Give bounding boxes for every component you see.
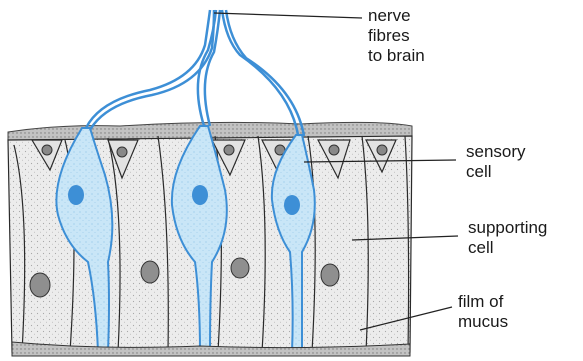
label-line: sensory — [466, 142, 526, 162]
label-supporting-cell: supporting cell — [468, 218, 547, 258]
label-film-of-mucus: film of mucus — [458, 292, 508, 332]
label-line: film of — [458, 292, 508, 312]
label-line: supporting — [468, 218, 547, 238]
label-line: cell — [466, 162, 526, 182]
label-line: mucus — [458, 312, 508, 332]
nerve-fibres — [86, 10, 304, 136]
label-line: nerve — [368, 6, 425, 26]
leader-line-nerve — [214, 13, 362, 18]
label-line: fibres — [368, 26, 425, 46]
label-line: to brain — [368, 46, 425, 66]
label-line: cell — [468, 238, 547, 258]
label-sensory-cell: sensory cell — [466, 142, 526, 182]
label-nerve-fibres: nerve fibres to brain — [368, 6, 425, 66]
